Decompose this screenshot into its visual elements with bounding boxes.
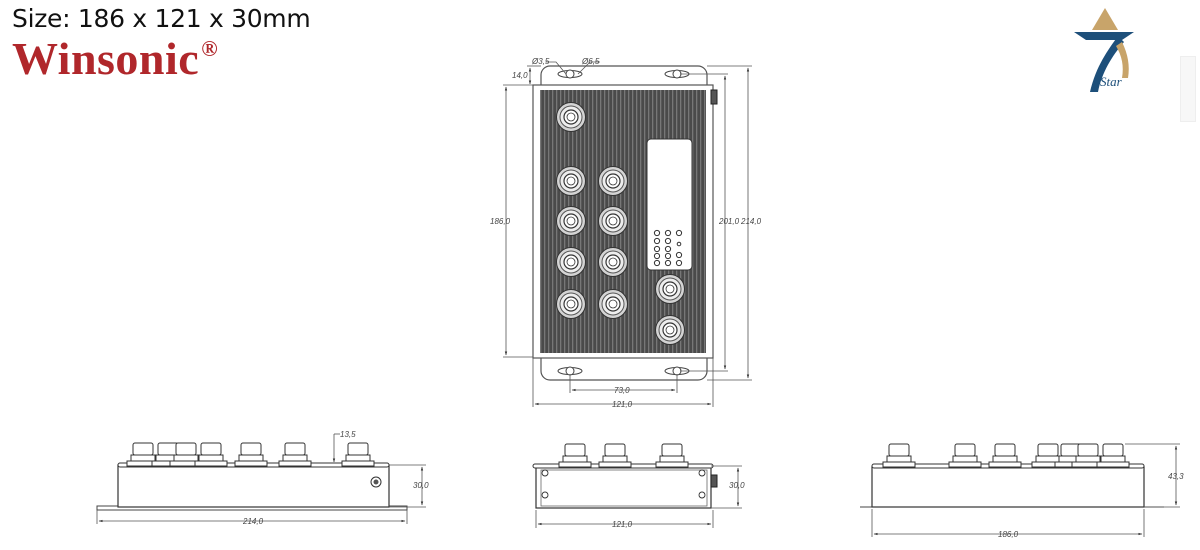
dim-width: 121,0	[612, 400, 633, 409]
dim-flange: 14,0	[512, 71, 528, 80]
dim-hole-large: Ø6,5	[581, 57, 600, 66]
dim-width: 121,0	[612, 520, 633, 529]
dim-length: 214,0	[242, 517, 264, 526]
connector	[555, 101, 587, 133]
dim-height: 30,0	[413, 481, 429, 490]
brand-name: Winsonic	[12, 33, 200, 84]
dim-length: 186,0	[998, 530, 1019, 539]
dim-body-height: 186,0	[490, 217, 511, 226]
scrollbar-hint[interactable]	[1180, 56, 1196, 122]
status-led-panel	[646, 138, 693, 271]
dim-hole-spacing: 73,0	[614, 386, 630, 395]
brand-logo: Winsonic®	[12, 32, 218, 85]
star-7-logo-icon: Star	[1074, 8, 1134, 92]
dim-height: 30,0	[729, 481, 745, 490]
side-view-long: 13,5 30,0 214,0	[96, 430, 429, 526]
dim-offset: 13,5	[340, 430, 356, 439]
dim-hole-small: Ø3,5	[531, 57, 550, 66]
side-view-back: 43,3 186,0	[860, 443, 1184, 539]
logo-text: Star	[1100, 74, 1123, 89]
top-view: Ø3,5 Ø6,5 14,0 186,0 201,0 214,0 73,0 12…	[490, 57, 762, 409]
dim-inner-height: 201,0	[718, 217, 740, 226]
dim-height: 43,3	[1168, 472, 1184, 481]
end-view: 30,0 121,0	[532, 443, 745, 529]
size-label: Size: 186 x 121 x 30mm	[12, 4, 311, 33]
registered-mark: ®	[201, 36, 219, 61]
dim-total-height: 214,0	[740, 217, 762, 226]
